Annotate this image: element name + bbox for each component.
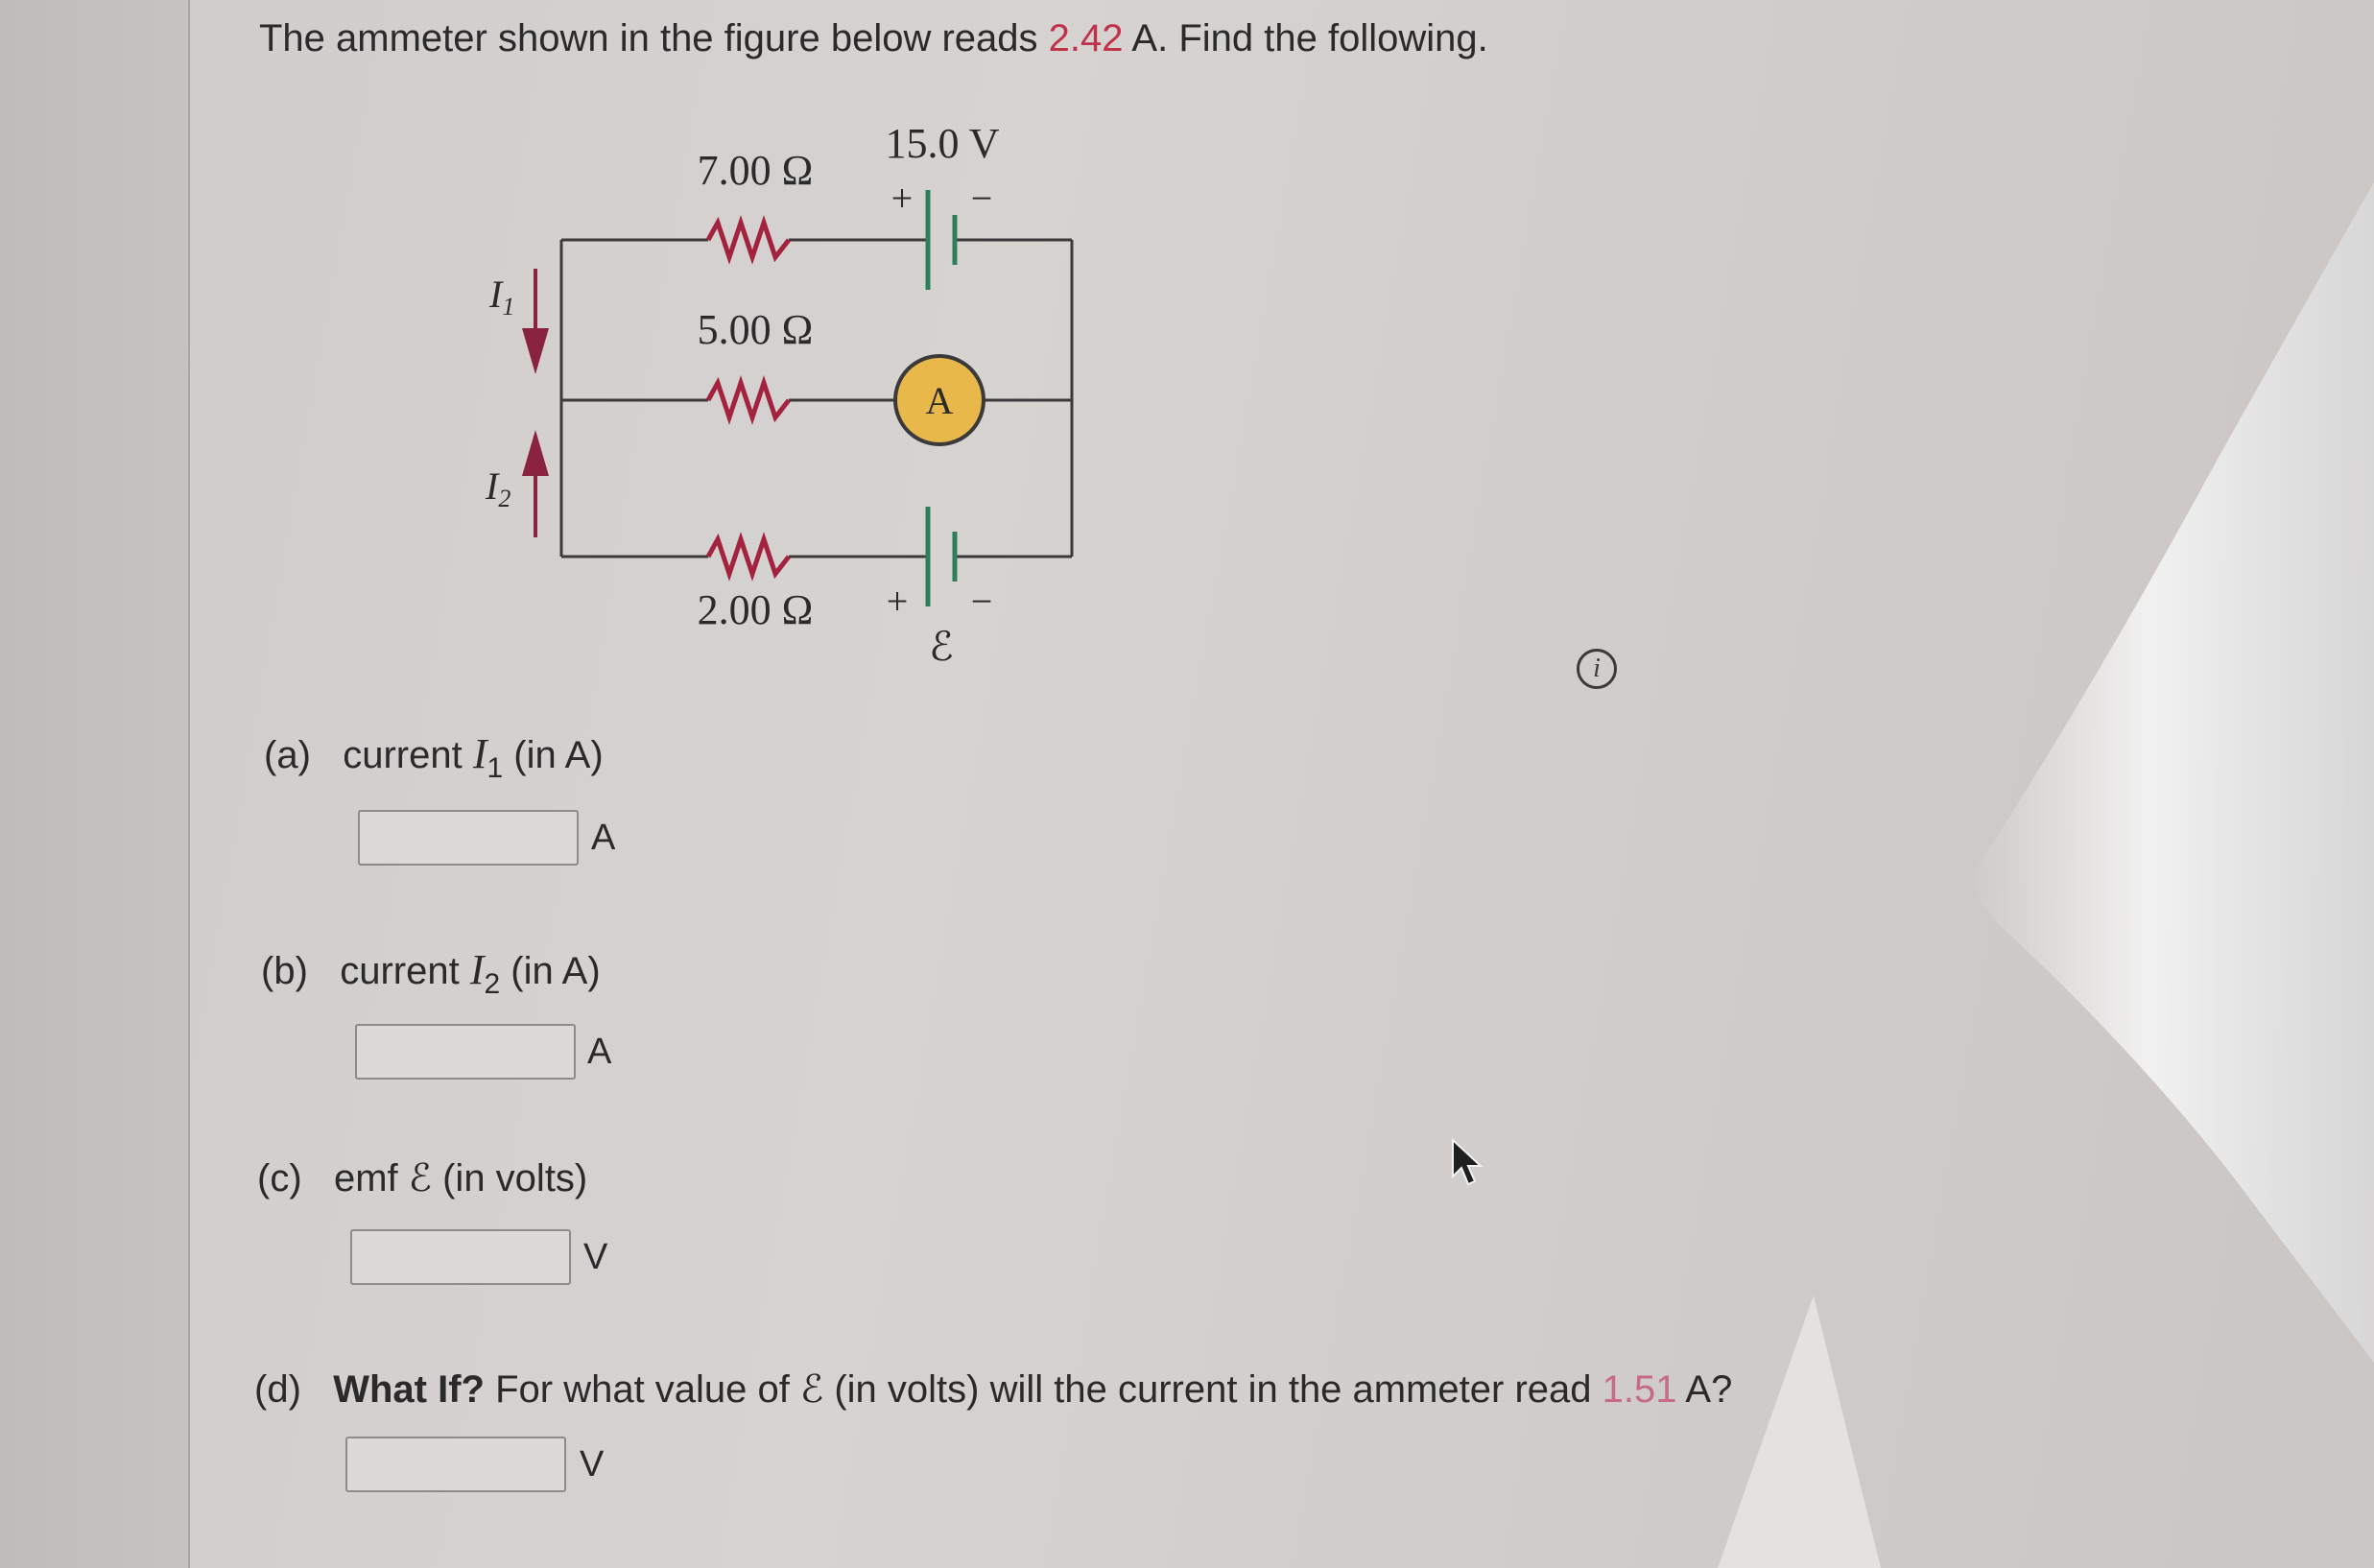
part-b-text: current [340,950,470,992]
part-d-var: ℰ [800,1367,824,1412]
plus-top: + [891,177,914,220]
part-a-unit: A [591,818,616,858]
part-d-tag: (d) [254,1368,301,1411]
part-d-text-after: A? [1676,1368,1733,1411]
intro-before: The ammeter shown in the figure below re… [259,17,1049,59]
part-c-text-after: (in volts) [432,1157,588,1200]
i2-label: I2 [485,464,510,512]
part-a-tag: (a) [264,734,311,776]
r3-label: 2.00 Ω [698,586,814,633]
part-d-bold: What If? [333,1368,485,1411]
part-a-sub: 1 [487,752,504,784]
mouse-cursor-icon [1452,1138,1484,1186]
circuit-wires [441,115,561,240]
ammeter-label: A [926,379,954,422]
question-intro: The ammeter shown in the figure below re… [259,17,1488,60]
part-d-answer-input[interactable] [345,1437,566,1492]
plus-bottom: + [887,580,909,623]
battery-top-label: 15.0 V [886,120,1000,167]
part-b-sub: 2 [484,968,501,1000]
part-b-tag: (b) [261,950,308,992]
ammeter [893,354,985,446]
part-c-prompt: (c) emf ℰ (in volts) [257,1156,587,1200]
r1-label: 7.00 Ω [698,147,814,194]
part-c-text: emf [333,1157,409,1200]
part-d-value: 1.51 [1602,1368,1677,1411]
part-a-text: current [343,734,473,776]
resistor-2ohm [705,532,791,582]
info-icon[interactable]: i [1577,649,1617,689]
left-margin-strip [0,0,190,1568]
part-a-answer-input[interactable] [358,810,579,866]
part-b-unit: A [587,1032,612,1072]
intro-after: A. Find the following. [1123,17,1488,59]
part-c-tag: (c) [257,1157,302,1200]
part-d-text-mid: (in volts) will the current in the ammet… [823,1368,1602,1411]
part-d-text: For what value of [484,1368,801,1411]
emf-label: ℰ [929,623,953,670]
part-c-var: ℰ [408,1156,432,1200]
ammeter-reading-value: 2.42 [1048,17,1124,59]
arrow-i2-icon [522,430,549,537]
part-b-text-after: (in A) [500,950,601,992]
part-a-text-after: (in A) [503,734,604,776]
circuit-diagram: A 7.00 Ω 15.0 V + − 5.00 Ω 2.00 Ω + − ℰ … [441,115,1074,670]
part-c-answer-input[interactable] [350,1229,571,1285]
part-b-var: I [469,946,485,993]
part-c-unit: V [583,1237,608,1277]
resistor-5ohm [705,375,791,425]
i1-label: I1 [488,273,514,321]
resistor-7ohm [705,215,791,265]
battery-top [925,190,958,290]
minus-top: − [971,177,993,220]
minus-bottom: − [971,580,993,623]
part-d-prompt: (d) What If? For what value of ℰ (in vol… [254,1367,1732,1412]
part-b-prompt: (b) current I2 (in A) [261,945,601,1001]
part-a-var: I [472,730,487,777]
r2-label: 5.00 Ω [698,306,814,353]
part-a-prompt: (a) current I1 (in A) [264,729,604,785]
part-d-unit: V [580,1444,605,1485]
battery-emf [925,507,958,606]
arrow-i1-icon [522,269,549,374]
part-b-answer-input[interactable] [355,1024,576,1080]
